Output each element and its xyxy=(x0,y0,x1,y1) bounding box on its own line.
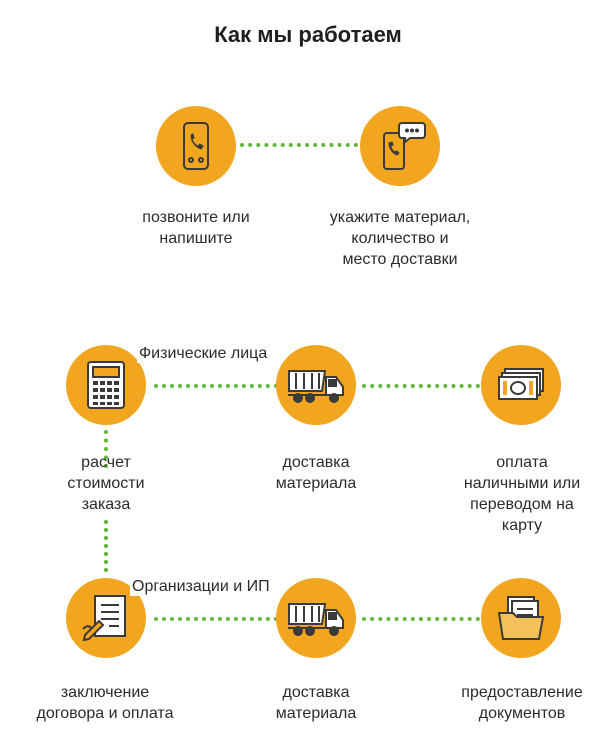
connector-calculate-contract-lower xyxy=(104,520,108,572)
step-call-label: позвоните или напишите xyxy=(142,209,250,247)
group-label-organizations: Организации и ИП xyxy=(130,578,272,596)
contract-pen-icon xyxy=(82,595,126,642)
connector-calculate-delivery xyxy=(154,384,278,388)
step-delivery-individuals xyxy=(276,345,356,425)
connector-call-specify xyxy=(240,143,358,147)
step-payment-label: оплата наличными или переводом на карту xyxy=(463,454,581,534)
page-title: Как мы работаем xyxy=(214,22,402,47)
step-specify xyxy=(360,106,440,186)
group-label-individuals: Физические лица xyxy=(137,345,270,363)
step-contract-label: заключение договора и оплата xyxy=(36,684,174,722)
connector-delivery-documents xyxy=(362,617,480,621)
step-delivery-organizations-label: доставка материала xyxy=(275,684,357,722)
connector-delivery-payment xyxy=(362,384,480,388)
step-documents xyxy=(481,578,561,658)
phone-icon xyxy=(183,122,209,170)
step-call xyxy=(156,106,236,186)
connector-contract-delivery xyxy=(154,617,278,621)
step-calculate xyxy=(66,345,146,425)
step-payment xyxy=(481,345,561,425)
calculator-icon xyxy=(87,361,125,409)
connector-calculate-contract xyxy=(104,430,108,468)
documents-folder-icon xyxy=(497,596,545,640)
dump-truck-icon xyxy=(288,603,344,636)
step-documents-label: предоставление документов xyxy=(461,684,583,722)
step-delivery-individuals-label: доставка материала xyxy=(275,454,357,492)
dump-truck-icon xyxy=(288,370,344,403)
step-delivery-organizations xyxy=(276,578,356,658)
phone-chat-icon xyxy=(383,122,426,170)
money-icon xyxy=(498,368,544,400)
step-calculate-label: расчет стоимости заказа xyxy=(67,454,145,513)
step-specify-label: укажите материал, количество и место дос… xyxy=(329,209,471,268)
